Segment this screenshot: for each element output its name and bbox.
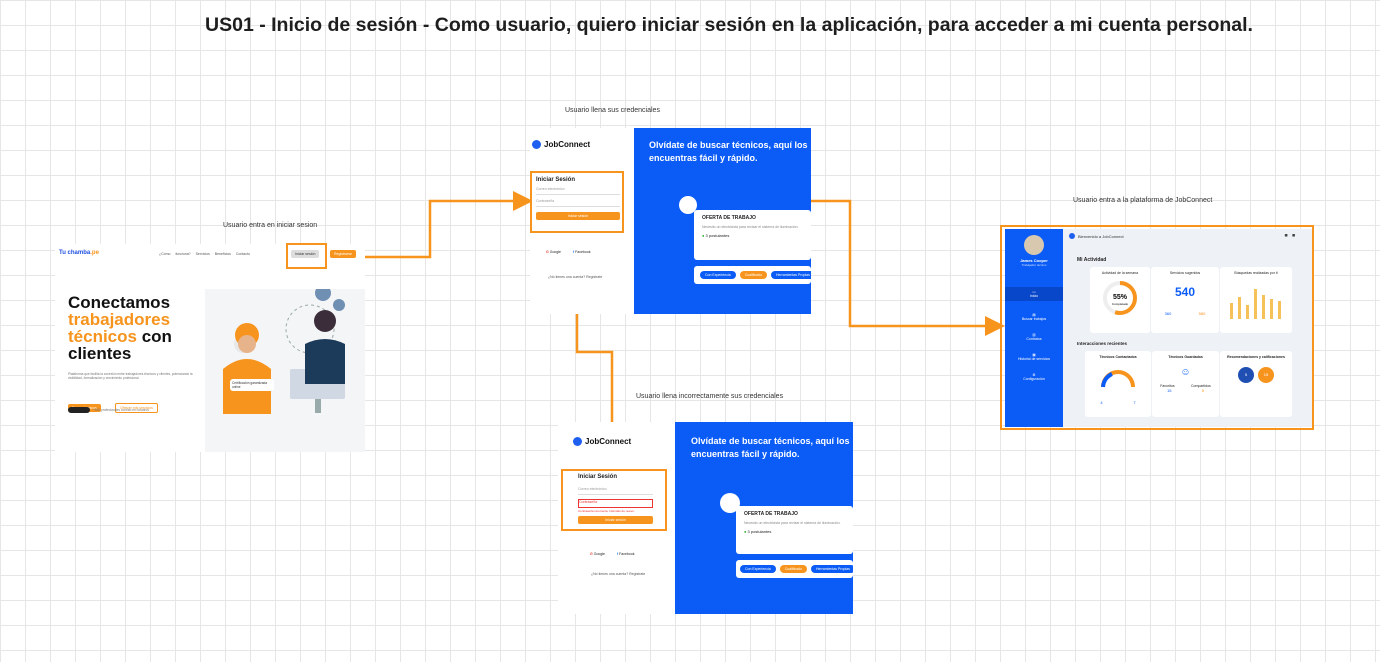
caption-enters-platform: Usuario entra a la plataforma de JobConn…: [1073, 197, 1213, 204]
login-form-title-error: Iniciar Sesión: [578, 474, 618, 480]
login-promo-panel: Olvídate de buscar técnicos, aquí los en…: [634, 128, 811, 314]
pill-experience-error: Con Experiencia: [740, 565, 776, 573]
highlight-dashboard: [1000, 225, 1314, 430]
facebook-icon: f: [617, 552, 619, 556]
facebook-icon: f: [573, 250, 575, 254]
contacted-gauge: [1101, 370, 1135, 388]
highlight-login-form: [530, 171, 624, 233]
google-button-error[interactable]: G Google: [590, 552, 606, 556]
user-icon: ☺: [1180, 367, 1191, 378]
google-icon: G: [590, 552, 593, 556]
landing-logo: Tu chamba.pe: [59, 250, 99, 256]
user-name: James Cooper: [1020, 258, 1048, 263]
dashboard-topbar: Bienvenido a JobConnect: [1069, 233, 1124, 239]
offer-title: OFERTA DE TRABAJO: [702, 215, 756, 221]
offer-description-error: Necesito un electricista para revisar el…: [744, 521, 841, 525]
sidebar-item-contratos[interactable]: ▥Contratos: [1026, 333, 1042, 341]
lightbulb-icon: [720, 493, 740, 513]
offer-title-error: OFERTA DE TRABAJO: [744, 511, 798, 517]
hero-illustration: Certificación garantizada online: [205, 285, 365, 452]
login-form-title: Iniciar Sesión: [536, 177, 576, 183]
password-field[interactable]: Contraseña: [536, 199, 620, 207]
landing-nav-links[interactable]: ¿Cómo funciona? Servicios Beneficios Con…: [159, 252, 250, 256]
google-icon: G: [546, 250, 549, 254]
error-message: Contraseña incorrecta. Inténtalo de nuev…: [578, 509, 635, 513]
gear-icon: ⚙: [1032, 373, 1036, 377]
offer-description: Necesito un electricista para revisar el…: [702, 225, 799, 229]
section-interactions: Interacciones recientes: [1077, 341, 1128, 346]
searches-bar-chart: [1230, 289, 1281, 319]
caption-fills-credentials: Usuario llena sus credenciales: [565, 107, 660, 114]
progress-ring: 55% Completado: [1103, 281, 1137, 315]
login-submit-button[interactable]: Iniciar sesión: [536, 212, 620, 220]
lightbulb-icon: [679, 196, 697, 214]
arrow-landing-to-login: [330, 191, 533, 259]
sidebar-item-buscar[interactable]: ▤Buscar trabajos: [1021, 313, 1047, 321]
social-login: G Google f Facebook: [546, 250, 591, 254]
card-weekly-activity: Actividad de la semana 55% Completado: [1090, 267, 1150, 333]
promo-headline: Olvídate de buscar técnicos, aquí los en…: [649, 140, 808, 163]
svg-text:Completado: Completado: [1112, 302, 1129, 306]
certification-badge: Certificación garantizada online: [230, 379, 274, 391]
dashboard-sidebar: James Cooper Trabajador técnico ▭Inicio …: [1005, 229, 1063, 427]
login-screen-incorrect: JobConnect Iniciar Sesión Correo electró…: [558, 422, 675, 614]
highlight-login-button: [286, 243, 327, 269]
login-screen-correct: JobConnect Iniciar Sesión Correo electró…: [530, 128, 634, 314]
register-link[interactable]: ¿No tienes una cuenta? Regístrate: [548, 275, 603, 279]
pill-tools: Herramientas Propias: [771, 271, 811, 279]
google-button[interactable]: G Google: [546, 250, 562, 254]
jobconnect-logo-error: JobConnect: [573, 437, 631, 446]
job-offer-card: OFERTA DE TRABAJO Necesito un electricis…: [694, 210, 811, 260]
dashboard-screen: James Cooper Trabajador técnico ▭Inicio …: [1005, 229, 1312, 427]
user-role: Trabajador técnico: [1021, 263, 1047, 267]
sidebar-item-configuracion[interactable]: ⚙Configuración: [1005, 373, 1063, 381]
svg-text:55%: 55%: [1113, 294, 1128, 301]
page-title: US01 - Inicio de sesión - Como usuario, …: [205, 14, 1253, 36]
promo-headline-error: Olvídate de buscar técnicos, aquí los en…: [691, 436, 850, 459]
trust-row: +500 profesionales confían en nosotros: [68, 407, 149, 413]
sidebar-item-historial[interactable]: ▦Historial de servicios: [1017, 353, 1051, 361]
login-form: Iniciar Sesión Correo electrónico Contra…: [536, 177, 620, 220]
facebook-button[interactable]: f Facebook: [573, 250, 591, 254]
section-activity: Mi Actividad: [1077, 257, 1107, 263]
highlight-error-form: [561, 469, 667, 531]
offer-applicants-error: ● 3 postulantes: [744, 529, 772, 534]
avatar: [1024, 235, 1044, 255]
cta-secondary-button[interactable]: Ofrecer mis servicios: [115, 403, 158, 413]
pill-qualified: Cualificado: [739, 271, 768, 279]
facebook-button-error[interactable]: f Facebook: [617, 552, 635, 556]
landing-register-button[interactable]: Registrarse: [330, 250, 356, 258]
email-field-error[interactable]: Correo electrónico: [578, 487, 653, 495]
landing-login-button[interactable]: Iniciar sesión: [291, 250, 320, 258]
caption-fills-incorrect: Usuario llena incorrectamente sus creden…: [636, 393, 784, 400]
sidebar-item-inicio[interactable]: ▭Inicio: [1005, 287, 1063, 301]
job-offer-card-error: OFERTA DE TRABAJO Necesito un electricis…: [736, 506, 853, 554]
jobconnect-logo: JobConnect: [532, 140, 590, 149]
pill-experience: Con Experiencia: [700, 271, 736, 279]
topbar-icons[interactable]: ◾ ◾: [1283, 233, 1297, 239]
card-searches: Búsquedas realizadas por ti: [1220, 267, 1292, 333]
landing-screen: Tu chamba.pe ¿Cómo funciona? Servicios B…: [55, 244, 365, 452]
card-recommendations: Recomendaciones y calificaciones 5 15: [1220, 351, 1292, 417]
pill-tools-error: Herramientas Propias: [811, 565, 853, 573]
offer-applicants: ● 3 postulantes: [702, 233, 730, 238]
email-field[interactable]: Correo electrónico: [536, 187, 620, 195]
pill-qualified-error: Cualificado: [779, 565, 808, 573]
caption-enter-login: Usuario entra en iniciar sesion: [223, 222, 318, 229]
login-promo-panel-error: Olvídate de buscar técnicos, aquí los en…: [675, 422, 853, 614]
avatar-group: [68, 407, 90, 413]
password-field-error[interactable]: Contraseña: [578, 499, 653, 508]
register-link-error[interactable]: ¿No tienes una cuenta? Regístrate: [591, 572, 646, 576]
hero-description: Plataforma que facilita la conexión entr…: [68, 372, 193, 380]
social-login-error: G Google f Facebook: [590, 552, 635, 556]
worker-illustration: [223, 285, 345, 414]
hero-headline: Conectamos trabajadores técnicos con cli…: [68, 293, 172, 363]
login-submit-button-error[interactable]: Iniciar sesión: [578, 516, 653, 524]
login-form-error: Iniciar Sesión Correo electrónico Contra…: [578, 474, 653, 524]
